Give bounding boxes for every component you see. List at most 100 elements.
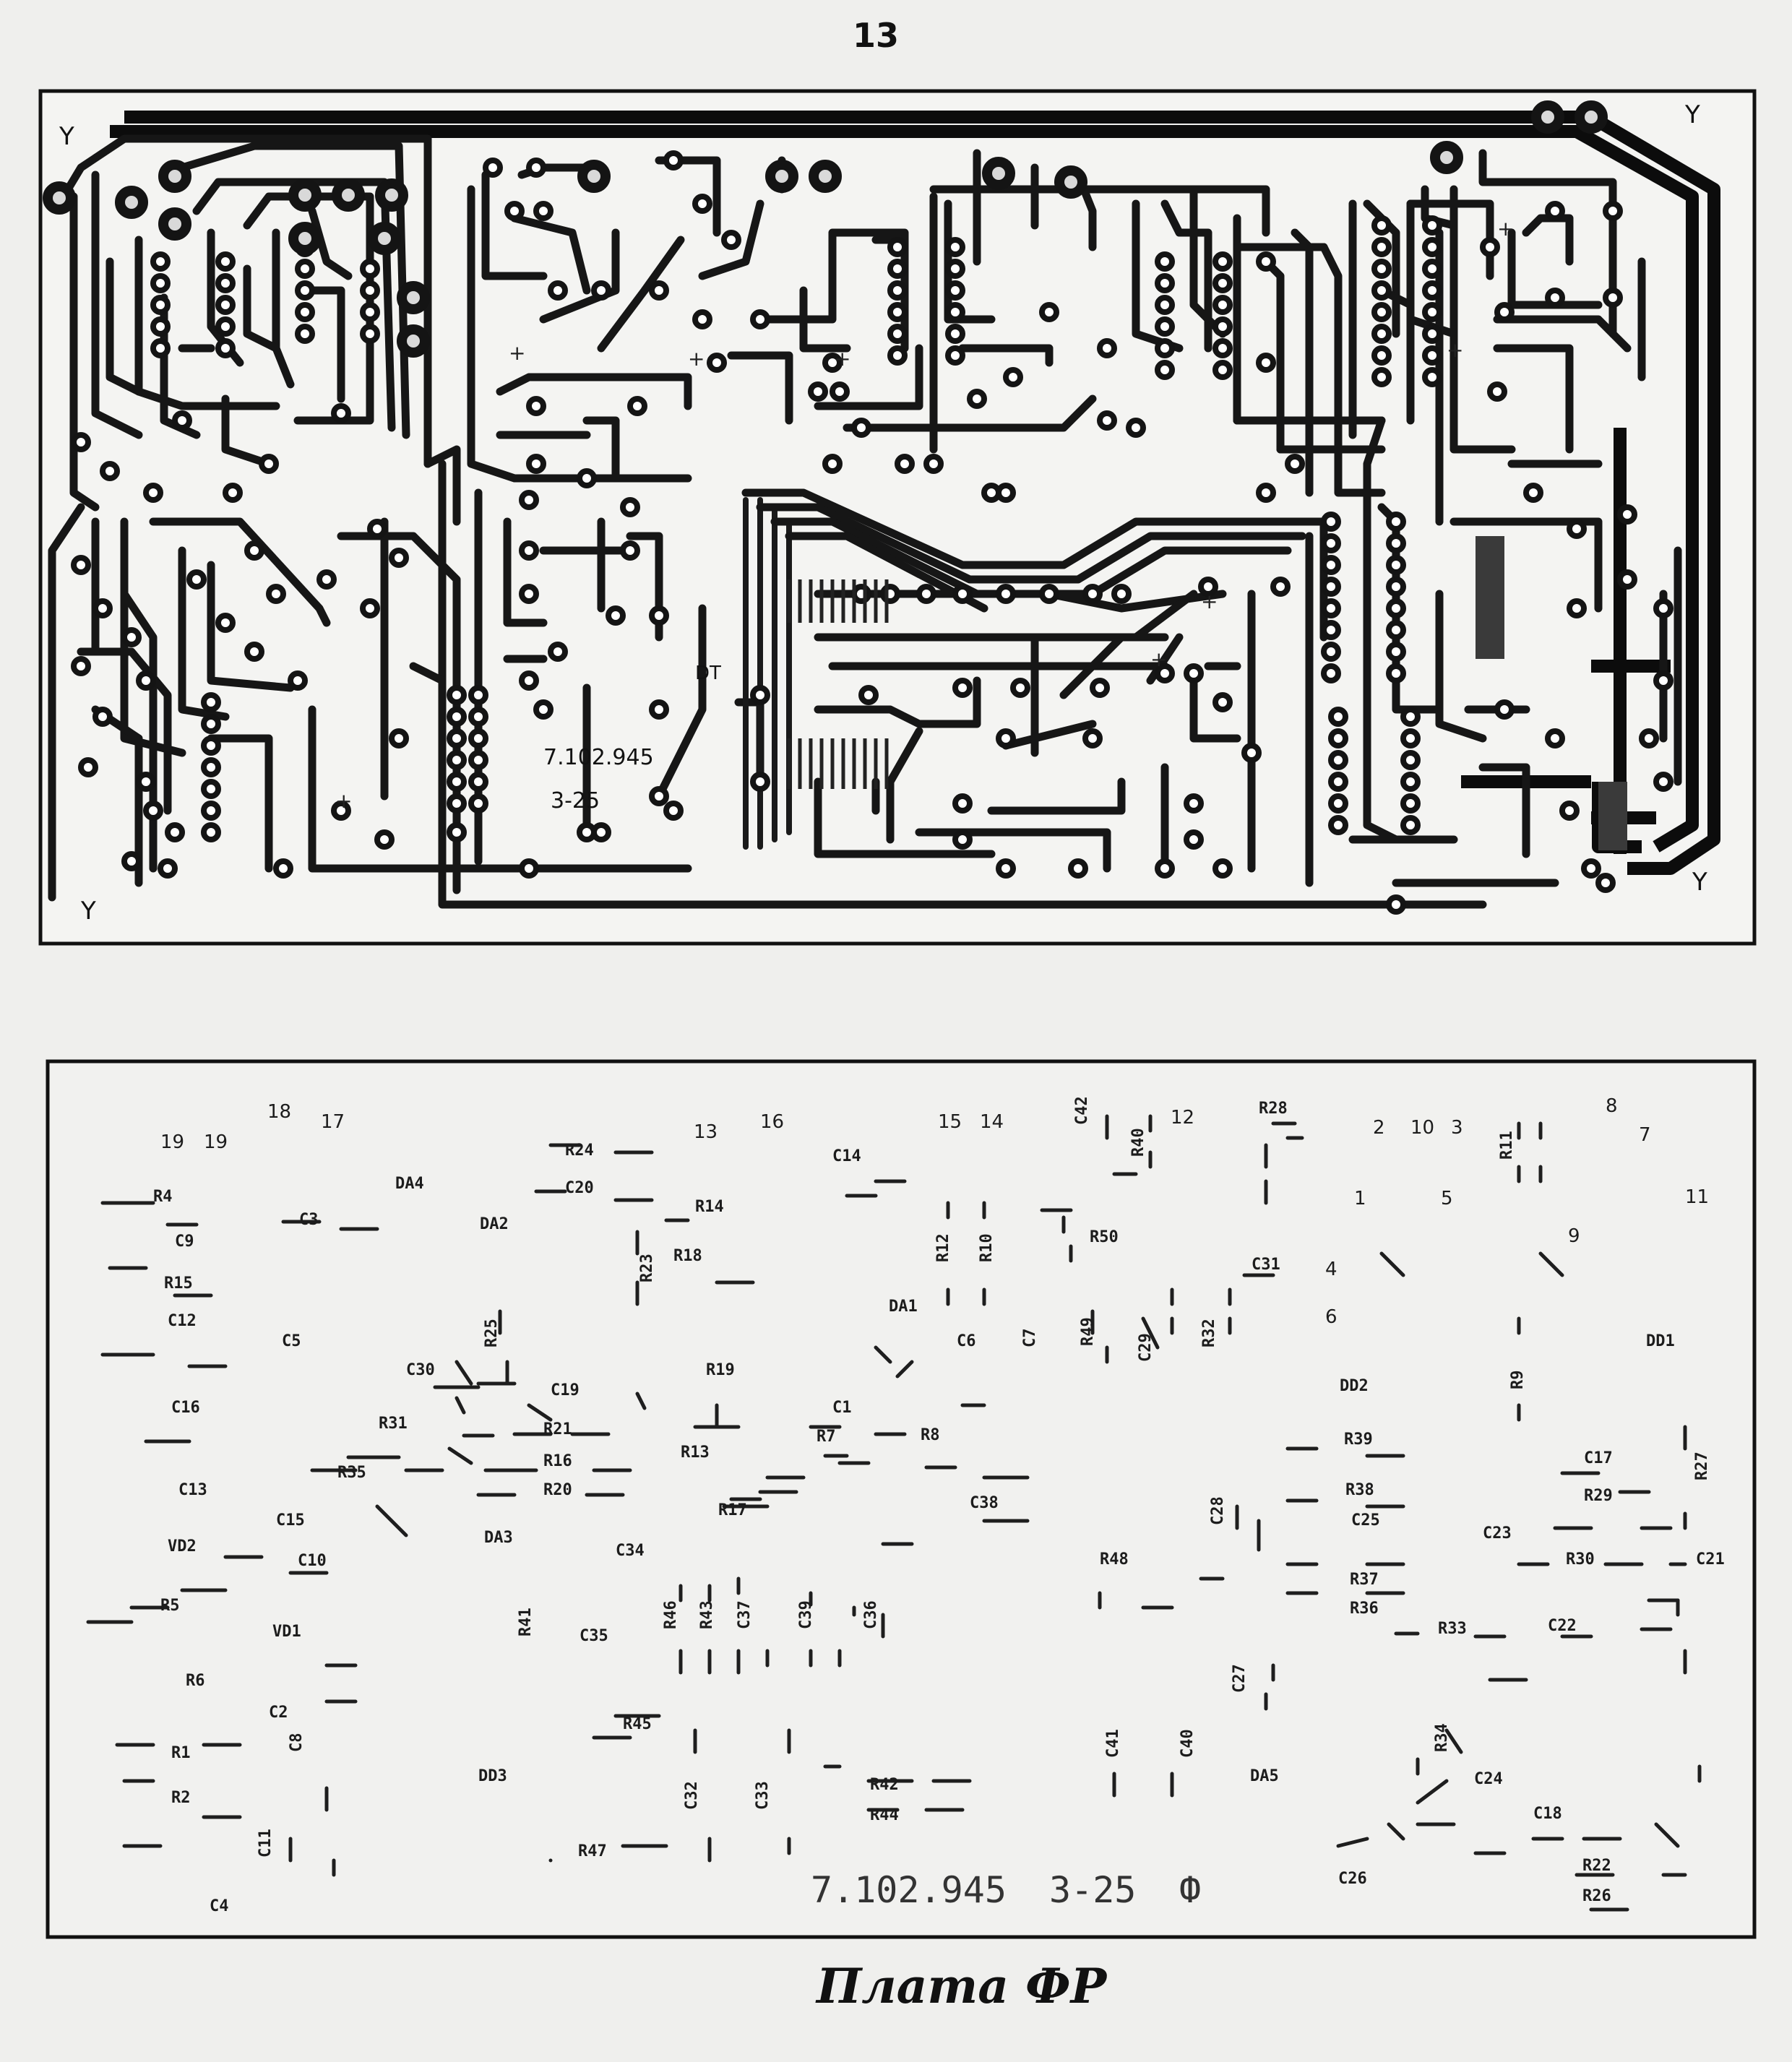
component-outline-mark	[1379, 1251, 1405, 1277]
component-label: R44	[870, 1806, 899, 1824]
component-label: C17	[1584, 1449, 1613, 1467]
component-label: R8	[921, 1426, 940, 1444]
component-label: R34	[1433, 1723, 1451, 1752]
component-label: R7	[817, 1428, 836, 1446]
component-label: 6	[1325, 1306, 1337, 1328]
component-label: R21	[543, 1420, 572, 1438]
placement-part-number: 7.102.945	[811, 1869, 1007, 1911]
component-label: C27	[1231, 1664, 1249, 1693]
component-label: C25	[1351, 1511, 1380, 1530]
component-label: C20	[565, 1179, 594, 1197]
component-label: R19	[706, 1361, 735, 1379]
component-label: DD2	[1340, 1377, 1369, 1395]
component-label: C21	[1696, 1550, 1725, 1569]
component-label: R26	[1582, 1887, 1611, 1905]
component-label: C18	[1533, 1805, 1562, 1823]
component-label: R25	[483, 1319, 501, 1347]
terminal-pads	[43, 100, 1608, 358]
component-label: DD1	[1646, 1332, 1675, 1350]
placement-suffix: Ф	[1179, 1869, 1201, 1911]
svg-text:+: +	[1447, 338, 1463, 362]
mount-mark: Y	[80, 897, 96, 926]
component-label: R13	[681, 1444, 710, 1462]
component-label: C28	[1209, 1496, 1227, 1525]
svg-text:+: +	[688, 347, 705, 371]
component-outline-mark	[1654, 1822, 1680, 1848]
component-label: R1	[171, 1744, 191, 1762]
component-label: C41	[1104, 1729, 1122, 1758]
component-label: R16	[543, 1452, 572, 1470]
center-traces	[467, 149, 1328, 887]
component-label: R14	[695, 1198, 724, 1216]
component-outline-mark	[1416, 1779, 1449, 1805]
component-label: 12	[1171, 1107, 1194, 1129]
component-label: C4	[210, 1897, 229, 1915]
component-label: C7	[1021, 1329, 1039, 1348]
component-label: C34	[616, 1542, 645, 1560]
pcb-version: 3-25	[551, 788, 600, 814]
mount-mark: Y	[59, 122, 74, 151]
component-label: 15	[938, 1111, 962, 1133]
component-label: C22	[1548, 1617, 1577, 1635]
component-label: DA5	[1250, 1767, 1279, 1785]
component-label: C39	[797, 1600, 815, 1629]
component-label: R23	[638, 1254, 656, 1282]
component-label: C31	[1252, 1256, 1280, 1274]
component-label: 2	[1373, 1117, 1385, 1139]
component-label: R36	[1350, 1600, 1379, 1618]
svg-text:+: +	[1150, 647, 1167, 671]
component-label: C10	[298, 1552, 327, 1570]
component-label: 19	[204, 1131, 228, 1153]
component-label: R33	[1438, 1620, 1467, 1638]
component-label: R49	[1079, 1317, 1097, 1346]
component-label: R22	[1582, 1857, 1611, 1875]
copper-area	[1598, 782, 1627, 850]
mount-mark: Y	[1684, 100, 1700, 129]
pcb-part-number: 7.102.945	[543, 745, 654, 770]
component-label: C11	[257, 1829, 275, 1858]
component-label: 18	[267, 1101, 291, 1123]
component-label: R17	[718, 1501, 747, 1519]
component-label: R10	[978, 1233, 996, 1262]
component-label: R46	[662, 1600, 680, 1629]
component-label: C29	[1137, 1333, 1155, 1362]
ic-dd3-pads	[1328, 707, 1421, 835]
component-label: C5	[282, 1332, 301, 1350]
component-label: R6	[186, 1672, 205, 1690]
component-label: C12	[168, 1312, 197, 1330]
pcb-dt-label: DT	[695, 663, 721, 684]
component-outline-mark	[1444, 1728, 1463, 1754]
component-label: C36	[862, 1600, 880, 1629]
component-label: 19	[160, 1131, 184, 1153]
component-label: C35	[580, 1627, 608, 1645]
svg-text:+: +	[1497, 217, 1514, 241]
component-label: C33	[754, 1781, 772, 1810]
component-label: C42	[1073, 1096, 1091, 1125]
component-label: R41	[517, 1608, 535, 1636]
component-label: 16	[760, 1111, 784, 1133]
component-label: C37	[736, 1600, 754, 1629]
component-label: R42	[870, 1776, 899, 1794]
ic-top-left-pads	[150, 237, 380, 358]
component-label: C40	[1179, 1729, 1197, 1758]
component-label: C38	[970, 1494, 999, 1512]
component-label: R28	[1259, 1100, 1288, 1118]
component-label: C1	[832, 1399, 852, 1417]
component-label: C6	[957, 1332, 976, 1350]
component-pads	[71, 150, 1673, 915]
left-cluster-traces	[48, 134, 1487, 909]
component-label: C15	[276, 1511, 305, 1530]
component-label: 11	[1685, 1186, 1709, 1208]
component-label: R24	[565, 1142, 594, 1160]
component-label: DD3	[478, 1767, 507, 1785]
component-label: C8	[288, 1733, 306, 1753]
component-label: R45	[623, 1715, 652, 1733]
component-label: R5	[160, 1597, 180, 1615]
component-label: R48	[1100, 1550, 1129, 1569]
component-outline-mark	[447, 1446, 473, 1465]
component-label: R37	[1350, 1571, 1379, 1589]
component-outline-mark	[455, 1360, 473, 1386]
component-outline-mark	[527, 1403, 553, 1422]
